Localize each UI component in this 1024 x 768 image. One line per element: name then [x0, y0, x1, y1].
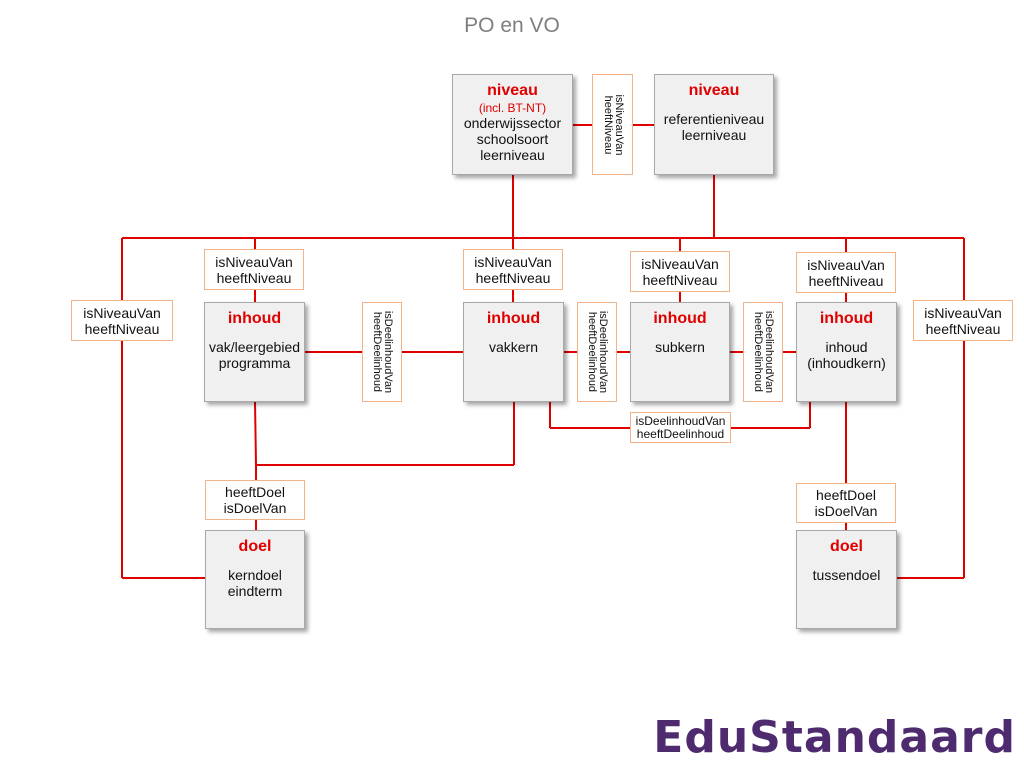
relation-label-deelinhoud-3: isDeelinhoudVan heeftDeelinhoud	[743, 302, 783, 402]
relation-label-niveau-top: isNiveauVan heeftNiveau	[592, 74, 633, 175]
doel-box-tussendoel: doel tussendoel	[796, 530, 897, 629]
relation-label-niveau-kerndoel: isNiveauVan heeftNiveau	[71, 300, 173, 341]
relation-label-doel-kerndoel: heeftDoel isDoelVan	[205, 480, 305, 520]
relation-label-deelinhoud-lower: isDeelinhoudVan heeftDeelinhoud	[630, 412, 731, 443]
relation-label-doel-tussendoel: heeftDoel isDoelVan	[796, 483, 896, 523]
relation-line: isNiveauVan	[612, 94, 625, 155]
box-heading: inhoud	[653, 310, 707, 327]
box-line: programma	[218, 355, 291, 371]
box-heading: doel	[238, 538, 272, 555]
niveau-box-referentieniveau: niveau referentieniveau leerniveau	[654, 74, 774, 175]
box-heading: niveau	[487, 82, 538, 99]
niveau-box-onderwijssector: niveau (incl. BT-NT) onderwijssector sch…	[452, 74, 573, 175]
relation-label-niveau-tussendoel: isNiveauVan heeftNiveau	[913, 300, 1013, 341]
page-title: PO en VO	[464, 14, 560, 37]
doel-box-kerndoel: doel kerndoel eindterm	[205, 530, 305, 629]
relation-label-niveau-vak: isNiveauVan heeftNiveau	[204, 249, 304, 290]
box-line: vak/leergebied	[208, 339, 301, 355]
relation-label-deelinhoud-2: isDeelinhoudVan heeftDeelinhoud	[577, 302, 617, 402]
box-heading: inhoud	[819, 310, 874, 327]
box-line: subkern	[655, 339, 705, 355]
relation-label-niveau-vakkern: isNiveauVan heeftNiveau	[463, 249, 563, 290]
box-line: eindterm	[227, 583, 283, 599]
box-line: schoolsoort	[476, 131, 549, 147]
inhoud-box-inhoudkern: inhoud inhoud (inhoudkern)	[796, 302, 897, 402]
box-heading: inhoud	[486, 310, 541, 327]
box-heading: doel	[830, 538, 863, 555]
inhoud-box-vak: inhoud vak/leergebied programma	[204, 302, 305, 402]
box-heading: niveau	[688, 82, 740, 99]
box-line: vakkern	[488, 339, 539, 355]
box-line: (inhoudkern)	[807, 355, 886, 371]
box-line: onderwijssector	[463, 115, 562, 131]
box-line: leerniveau	[681, 127, 747, 143]
box-line: kerndoel	[228, 567, 282, 583]
relation-label-deelinhoud-1: isDeelinhoudVan heeftDeelinhoud	[362, 302, 402, 402]
box-line: tussendoel	[812, 567, 881, 583]
inhoud-box-subkern: inhoud subkern	[630, 302, 730, 402]
relation-label-niveau-subkern: isNiveauVan heeftNiveau	[630, 251, 730, 292]
box-subheading: (incl. BT-NT)	[478, 101, 547, 115]
inhoud-box-vakkern: inhoud vakkern	[463, 302, 564, 402]
relation-label-niveau-inhoudkern: isNiveauVan heeftNiveau	[796, 252, 896, 293]
box-line: inhoud	[825, 339, 868, 355]
box-heading: inhoud	[227, 310, 282, 327]
relation-line: heeftNiveau	[601, 95, 614, 154]
box-line: leerniveau	[480, 147, 545, 163]
box-line: referentieniveau	[663, 111, 765, 127]
edustandaard-logo: EduStandaard	[653, 712, 1016, 763]
